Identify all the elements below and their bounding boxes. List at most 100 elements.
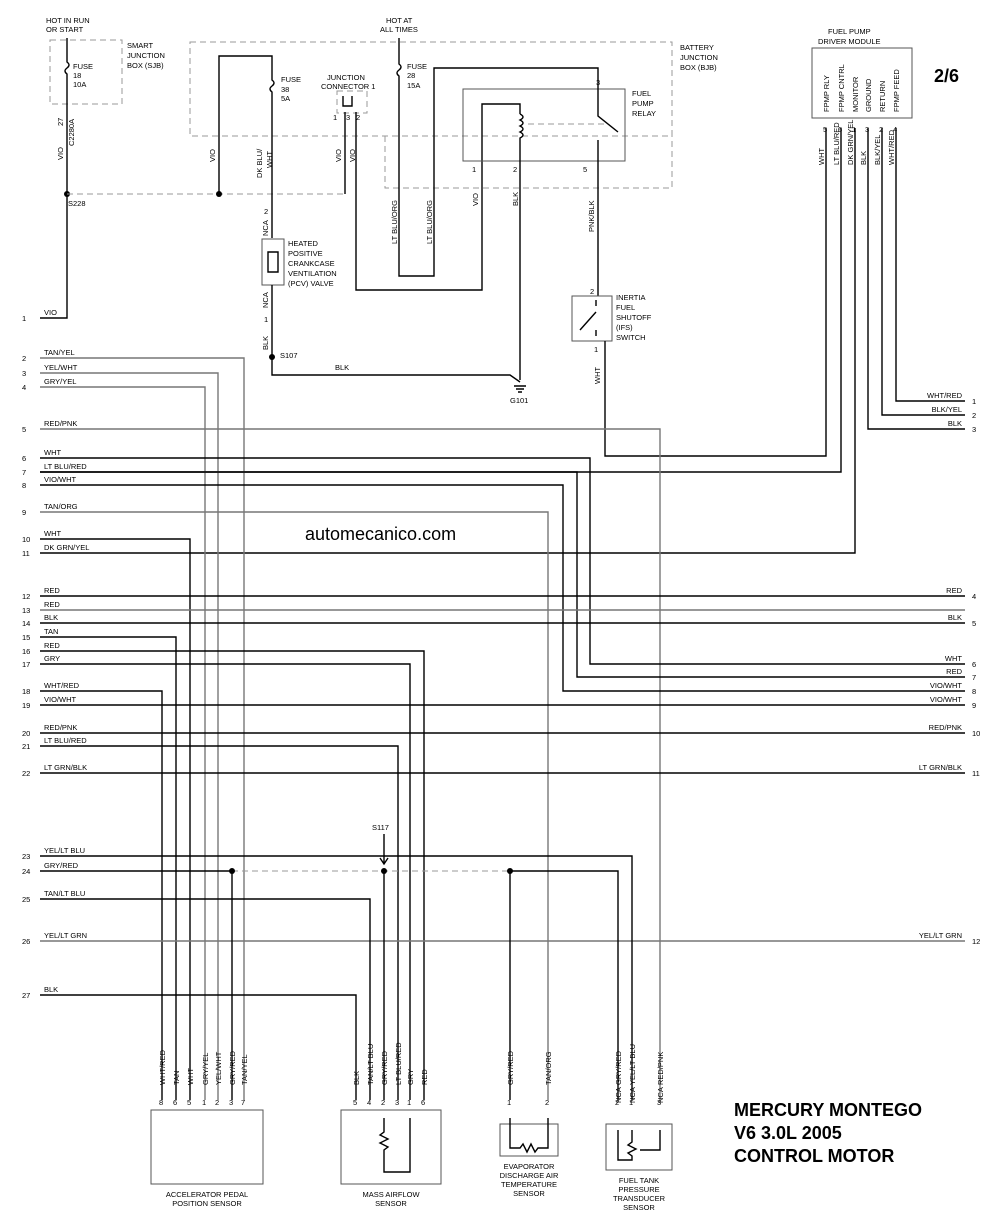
right-row-num-10: 10 <box>972 729 980 738</box>
g101-label: G101 <box>510 396 528 405</box>
ftpt-nca-2: NCA <box>628 1087 637 1103</box>
relay-coil-feed <box>481 103 521 158</box>
left-row-label-6: WHT <box>44 448 61 457</box>
ftpt-wire-label-3: RED/PNK <box>656 1052 665 1085</box>
ftpt-wire-label-2: YEL/LT BLU <box>628 1044 637 1085</box>
maf-name-2: SENSOR <box>375 1199 407 1208</box>
right-row-num-1: 1 <box>972 397 976 406</box>
left-row-num-5: 5 <box>22 425 26 434</box>
fuse28-label-2: 28 <box>407 71 415 80</box>
sjb-label-1: SMART <box>127 41 154 50</box>
fuse28-wire <box>396 38 599 277</box>
fuse18-label-3: 10A <box>73 80 86 89</box>
relay-coil-icon <box>518 113 524 158</box>
jc-pin-3: 3 <box>346 113 350 122</box>
app-pin-5: 2 <box>215 1098 219 1107</box>
ifs-switch-icon <box>579 300 597 336</box>
junction-connector-label-2: CONNECTOR 1 <box>321 82 375 91</box>
right-row-label-10: RED/PNK <box>929 723 962 732</box>
relay-pin-1: 1 <box>472 165 476 174</box>
left-row-label-15: TAN <box>44 627 58 636</box>
fuse38-label-2: 38 <box>281 85 289 94</box>
right-row-label-9: VIO/WHT <box>930 695 962 704</box>
s117-label: S117 <box>372 823 389 832</box>
left-row-label-16: RED <box>44 641 60 650</box>
left-row-label-22: LT GRN/BLK <box>44 763 87 772</box>
wht-label-ifs: WHT <box>593 367 602 384</box>
c2280a-label: C2280A <box>67 119 76 146</box>
fuel-pump-relay-box <box>462 88 626 162</box>
vio-wire-jc3 <box>355 112 483 291</box>
hot-in-run-label-2: OR START <box>46 25 84 34</box>
fpdm-pin-name-6: FPMP FEED <box>892 69 901 112</box>
fpdm-pin-name-4: GROUND <box>864 78 873 112</box>
left-row-label-7: LT BLU/RED <box>44 462 87 471</box>
gry-red-24-wire <box>40 870 233 1100</box>
bjb-box <box>189 41 673 137</box>
maf-wire-label-6: RED <box>420 1069 429 1085</box>
left-row-num-27: 27 <box>22 991 30 1000</box>
relay-switch-icon <box>597 88 619 158</box>
left-row-num-14: 14 <box>22 619 30 628</box>
fpdm-pin-num-1: 5 <box>823 125 827 134</box>
tan-org-wire <box>40 511 549 1100</box>
title-line-2: V6 3.0L 2005 <box>734 1123 842 1143</box>
s228-label: S228 <box>68 199 86 208</box>
left-row-label-11: DK GRN/YEL <box>44 543 89 552</box>
left-row-num-17: 17 <box>22 660 30 669</box>
pcv-pin-1: 1 <box>264 315 268 324</box>
left-row-num-24: 24 <box>22 867 30 876</box>
evap-thermistor-icon <box>509 1118 549 1154</box>
pcv-valve-box <box>261 238 285 286</box>
ifs-label-2: FUEL <box>616 303 635 312</box>
jc-pin-2: 2 <box>356 113 360 122</box>
evap-name-1: EVAPORATOR <box>504 1162 555 1171</box>
app-wire-label-3: WHT <box>186 1068 195 1085</box>
left-row-label-17: GRY <box>44 654 60 663</box>
left-row-num-6: 6 <box>22 454 26 463</box>
fpdm-pin-name-1: FPMP RLY <box>822 75 831 112</box>
left-row-label-8: VIO/WHT <box>44 475 76 484</box>
evap-name-4: SENSOR <box>513 1189 545 1198</box>
hot-in-run-label-1: HOT IN RUN <box>46 16 90 25</box>
app-wire-label-1: WHT/RED <box>158 1049 167 1085</box>
bjb-relay-ext <box>384 136 673 189</box>
app-wire-label-2: TAN <box>172 1071 181 1085</box>
pcv-label-4: VENTILATION <box>288 269 337 278</box>
right-row-label-6: WHT <box>945 654 962 663</box>
right-row-label-11: LT GRN/BLK <box>919 763 962 772</box>
left-row-label-26: YEL/LT GRN <box>44 931 87 940</box>
right-row-label-5: BLK <box>948 613 962 622</box>
relay-pin-5: 5 <box>583 165 587 174</box>
app-pin-3: 5 <box>187 1098 191 1107</box>
lt-blu-org-label-1: LT BLU/ORG <box>390 200 399 244</box>
right-row-label-7: RED <box>946 667 962 676</box>
right-row-label-8: VIO/WHT <box>930 681 962 690</box>
maf-pin-2: 4 <box>367 1098 371 1107</box>
watermark-text: automecanico.com <box>305 524 456 544</box>
sjb-label-3: BOX (SJB) <box>127 61 164 70</box>
bjb-label-3: BOX (BJB) <box>680 63 717 72</box>
left-row-num-18: 18 <box>22 687 30 696</box>
app-name-2: POSITION SENSOR <box>172 1199 242 1208</box>
evap-sensor-box <box>499 1123 559 1157</box>
app-wire-label-5: YEL/WHT <box>214 1051 223 1085</box>
left-row-label-14: BLK <box>44 613 58 622</box>
left-row-num-22: 22 <box>22 769 30 778</box>
right-row-num-3: 3 <box>972 425 976 434</box>
ftpt-nca-3: NCA <box>656 1087 665 1103</box>
left-row-num-8: 8 <box>22 481 26 490</box>
maf-feed-wires <box>40 650 425 1100</box>
fpdm-pin-num-3: 1 <box>852 125 856 134</box>
maf-pin-5: 1 <box>407 1098 411 1107</box>
fpdm-wire-label-6: WHT/RED <box>887 129 896 165</box>
fpdm-wire-label-4: BLK <box>859 151 868 165</box>
ifs-label-5: SWITCH <box>616 333 646 342</box>
left-row-label-27: BLK <box>44 985 58 994</box>
right-row-label-12: YEL/LT GRN <box>919 931 962 940</box>
vio-wire-fuse18 <box>40 38 70 319</box>
left-row-num-10: 10 <box>22 535 30 544</box>
